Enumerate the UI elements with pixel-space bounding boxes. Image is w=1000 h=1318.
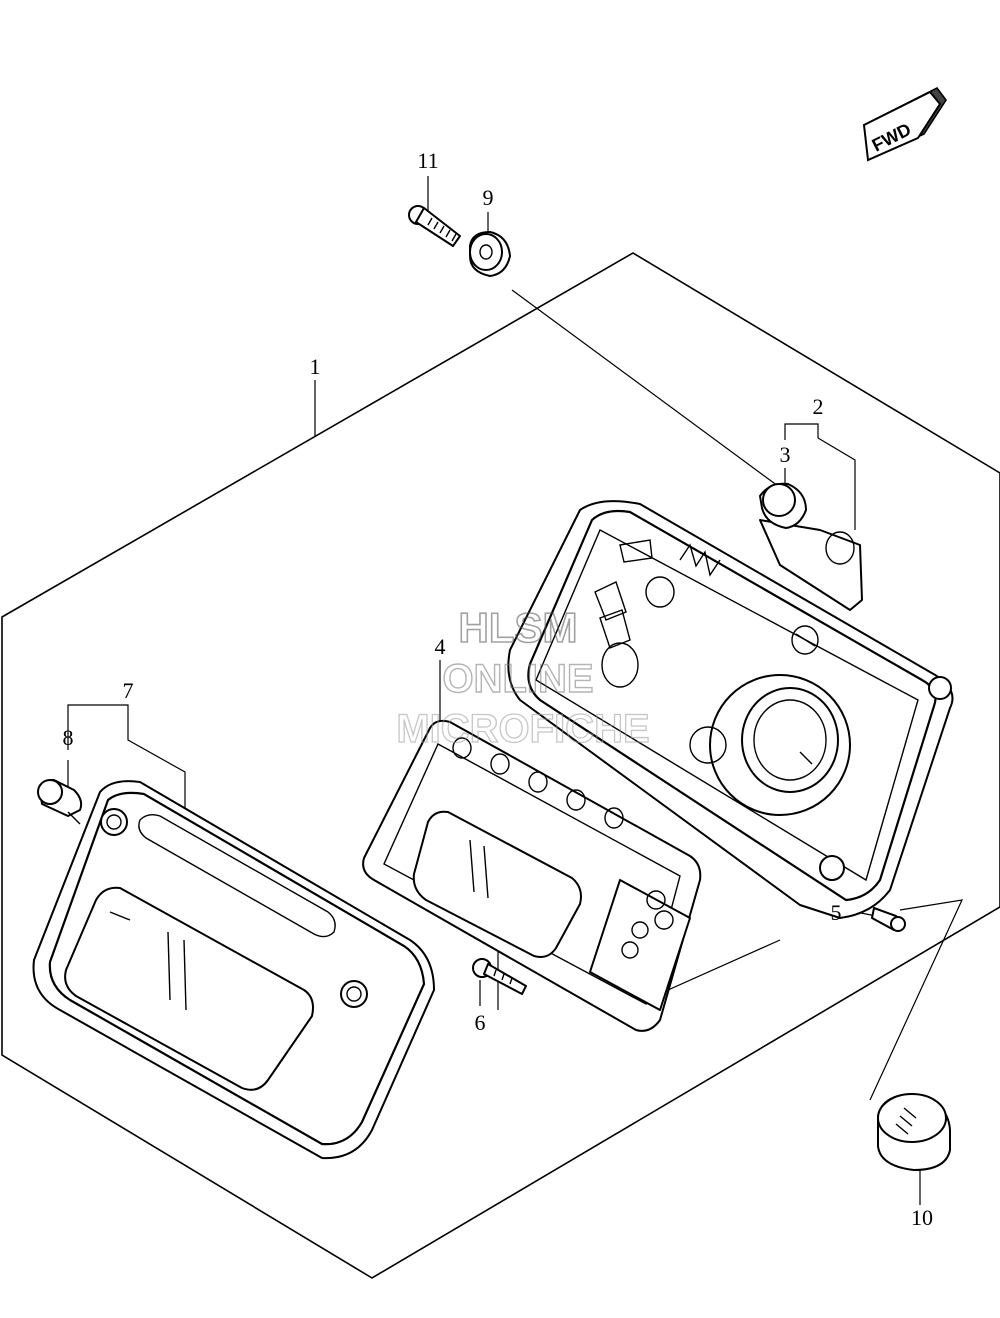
callout-4: 4 bbox=[435, 634, 446, 659]
meter-inner-4 bbox=[362, 719, 702, 1032]
callout-labels: 11 9 1 2 3 4 7 8 5 6 10 bbox=[63, 148, 934, 1230]
callout-8: 8 bbox=[63, 725, 74, 750]
grommet-3 bbox=[759, 482, 807, 529]
callout-5: 5 bbox=[831, 900, 842, 925]
callout-11: 11 bbox=[417, 148, 438, 173]
watermark-line2: ONLINE bbox=[442, 657, 593, 701]
meter-case-lower bbox=[507, 500, 954, 919]
callout-3: 3 bbox=[780, 442, 791, 467]
screw-8 bbox=[37, 779, 83, 825]
watermark-line3: MICROFICHE bbox=[396, 707, 649, 751]
bolt-11 bbox=[408, 205, 461, 247]
callout-2: 2 bbox=[813, 394, 824, 419]
screw-5 bbox=[871, 907, 906, 932]
bulb-10 bbox=[877, 1093, 951, 1171]
grommet-9 bbox=[469, 231, 511, 277]
callout-7: 7 bbox=[123, 678, 134, 703]
callout-10: 10 bbox=[911, 1205, 933, 1230]
assembly-outline bbox=[1, 252, 1000, 1279]
callout-6: 6 bbox=[475, 1010, 486, 1035]
fwd-arrow-badge: FWD bbox=[862, 86, 947, 162]
watermark-line1: HLSM bbox=[459, 604, 578, 651]
front-cover-7 bbox=[32, 780, 435, 1160]
screw-6 bbox=[472, 958, 527, 995]
watermark: HLSM ONLINE MICROFICHE bbox=[396, 603, 651, 751]
callout-1: 1 bbox=[310, 354, 321, 379]
callout-9: 9 bbox=[483, 185, 494, 210]
